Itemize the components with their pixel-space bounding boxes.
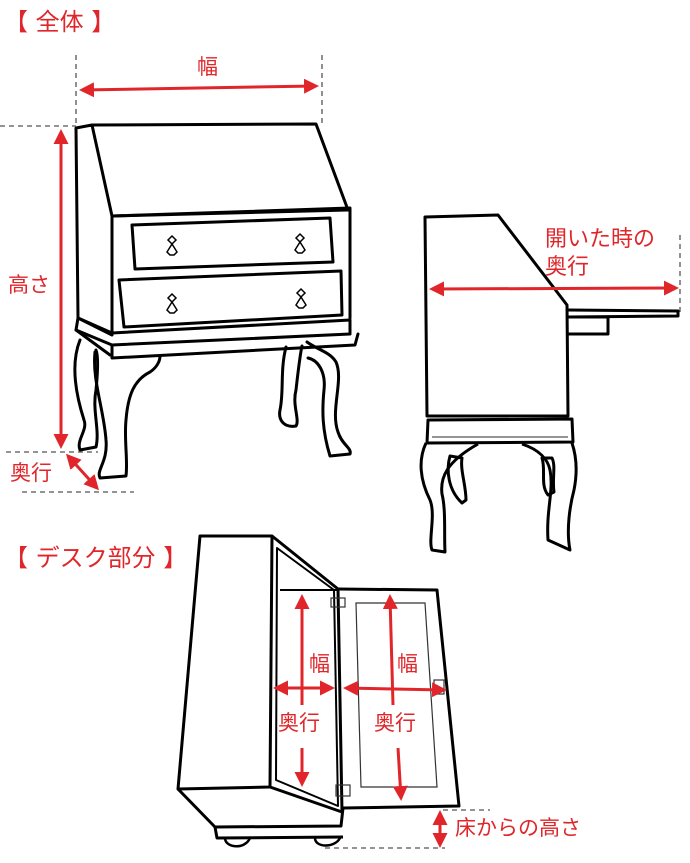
desk-left-width-label: 幅 xyxy=(309,652,330,676)
desk-left-depth-label: 奥行 xyxy=(278,711,320,735)
side-dimension-arrow xyxy=(429,280,679,297)
bureau-side-drawing xyxy=(419,213,680,554)
desk-dimension-arrows xyxy=(273,594,448,848)
bureau-front-drawing xyxy=(73,122,360,480)
overall-width-label: 幅 xyxy=(197,55,218,79)
overall-height-label: 高さ xyxy=(8,273,50,297)
desk-inner-details xyxy=(280,589,445,797)
desk-right-width-label: 幅 xyxy=(397,652,418,676)
section-title-desk: 【 デスク部分 】 xyxy=(4,544,188,572)
open-depth-label-line2: 奥行 xyxy=(545,255,590,280)
floor-height-label: 床からの高さ xyxy=(455,816,581,840)
dimension-guides xyxy=(0,55,681,849)
overall-dimension-arrows xyxy=(53,78,319,491)
overall-depth-label: 奥行 xyxy=(10,461,52,485)
section-title-overall: 【 全体 】 xyxy=(4,8,116,36)
drawer-pulls xyxy=(166,232,307,314)
open-depth-label-line1: 開いた時の xyxy=(545,227,656,252)
desk-right-depth-label: 奥行 xyxy=(374,711,416,735)
desk-open-drawing xyxy=(176,534,461,848)
